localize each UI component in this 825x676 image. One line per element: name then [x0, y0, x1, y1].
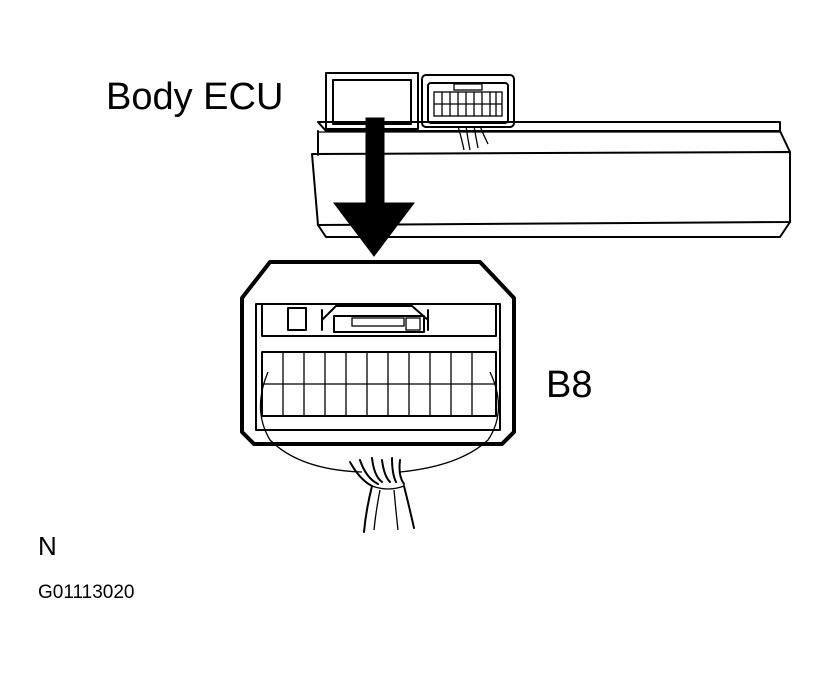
body-ecu-unit: [311, 72, 791, 238]
connector-b8-face: [240, 260, 516, 533]
down-arrow-icon: [332, 117, 416, 257]
ecu-connector-socket: [421, 74, 515, 151]
body-ecu-label: Body ECU: [106, 76, 284, 118]
figure-code: G01113020: [38, 582, 135, 603]
orientation-mark: N: [38, 531, 57, 561]
connector-b8-label: B8: [546, 364, 593, 406]
